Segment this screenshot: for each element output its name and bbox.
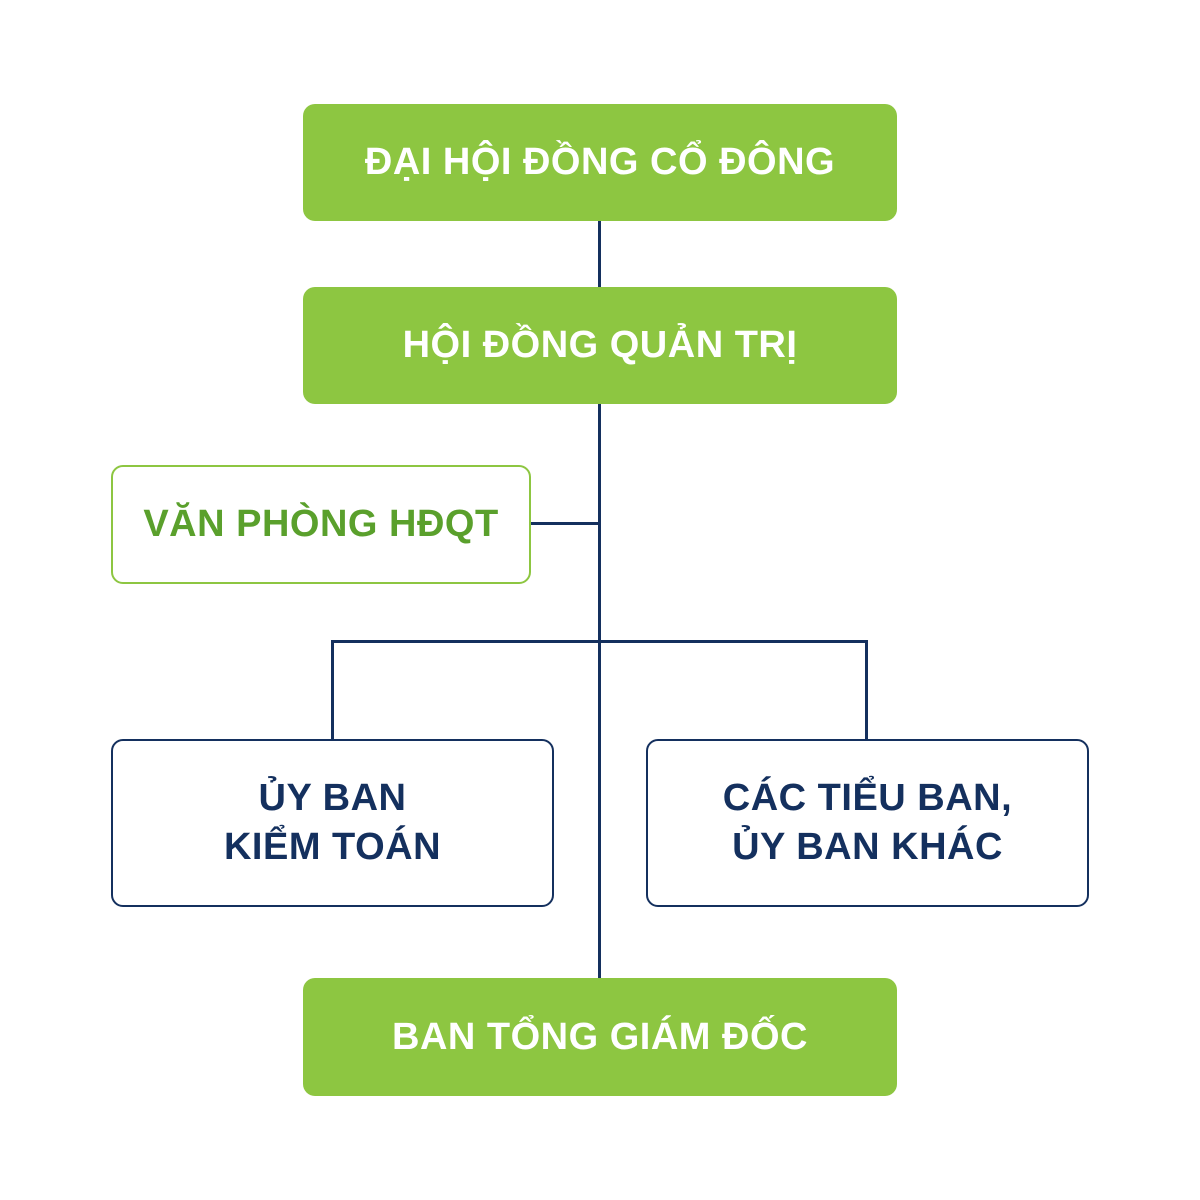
other-committees-label-line1: CÁC TIỂU BAN,: [722, 776, 1013, 819]
connector-gm-board: [598, 220, 601, 288]
board-office-label: VĂN PHÒNG HĐQT: [143, 503, 499, 545]
board-office-node: VĂN PHÒNG HĐQT: [111, 465, 531, 584]
other-committees-node: CÁC TIỂU BAN, ỦY BAN KHÁC: [646, 739, 1089, 907]
general-meeting-node: ĐẠI HỘI ĐỒNG CỔ ĐÔNG: [303, 104, 897, 221]
general-meeting-label: ĐẠI HỘI ĐỒNG CỔ ĐÔNG: [364, 141, 836, 183]
audit-committee-label-line1: ỦY BAN: [258, 776, 407, 819]
connector-committees-bar: [331, 640, 868, 643]
board-label: HỘI ĐỒNG QUẢN TRỊ: [402, 324, 798, 366]
executive-board-node: BAN TỔNG GIÁM ĐỐC: [303, 978, 897, 1096]
executive-board-label: BAN TỔNG GIÁM ĐỐC: [392, 1015, 808, 1058]
board-node: HỘI ĐỒNG QUẢN TRỊ: [303, 287, 897, 404]
connector-board-trunk: [598, 403, 601, 978]
connector-audit-drop: [331, 640, 334, 740]
connector-office-branch: [530, 522, 600, 525]
audit-committee-label-line2: KIỂM TOÁN: [223, 826, 442, 868]
audit-committee-node: ỦY BAN KIỂM TOÁN: [111, 739, 554, 907]
connector-other-drop: [865, 640, 868, 740]
other-committees-label-line2: ỦY BAN KHÁC: [732, 826, 1003, 868]
